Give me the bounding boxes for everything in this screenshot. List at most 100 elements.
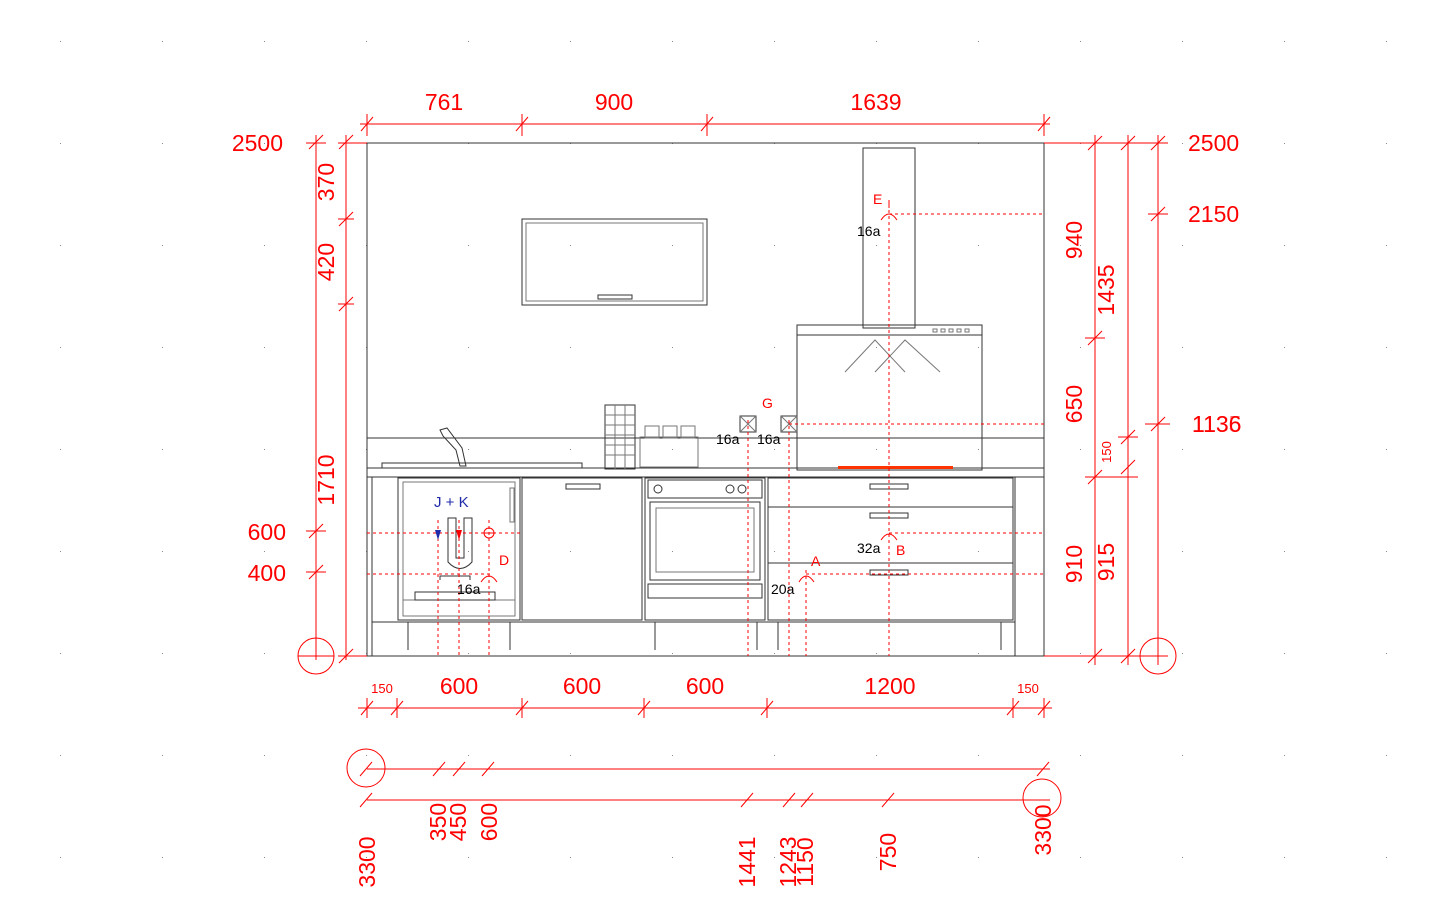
grid-dot — [774, 857, 775, 858]
base-dim-450: 450 — [445, 803, 471, 841]
grid-dot — [570, 551, 571, 552]
kitchen-elevation — [366, 142, 1045, 657]
grid-dot — [1386, 755, 1387, 756]
base-dim-3300-right: 3300 — [1030, 804, 1056, 855]
grid-dot — [162, 245, 163, 246]
grid-dot — [1080, 755, 1081, 756]
grid-dot — [162, 347, 163, 348]
grid-dot — [570, 347, 571, 348]
grid-dot — [672, 347, 673, 348]
point-g-value-right: 16a — [757, 431, 781, 447]
grid-dot — [876, 41, 877, 42]
point-b-value: 32a — [857, 540, 881, 556]
bottom-dim-150-right: 150 — [1017, 681, 1039, 696]
grid-dot — [1386, 449, 1387, 450]
wall-cabinet — [521, 218, 708, 306]
grid-dot — [468, 857, 469, 858]
grid-dot — [978, 41, 979, 42]
grid-dot — [1182, 41, 1183, 42]
grid-dot — [570, 755, 571, 756]
point-a-label: A — [811, 553, 821, 569]
grid-dot — [1386, 245, 1387, 246]
grid-dot — [264, 857, 265, 858]
grid-dot — [672, 449, 673, 450]
bottom-dim-600-b: 600 — [563, 673, 601, 699]
base-dim-1150: 1150 — [792, 837, 818, 886]
grid-dot — [774, 41, 775, 42]
grid-dot — [60, 449, 61, 450]
grid-dot — [1080, 653, 1081, 654]
grid-dot — [1080, 449, 1081, 450]
point-jk-label: J + K — [434, 494, 469, 511]
base-dim-3300-left: 3300 — [354, 836, 380, 887]
grid-dot — [1182, 449, 1183, 450]
point-e-value: 16a — [857, 223, 881, 239]
grid-dot — [978, 551, 979, 552]
grid-dot — [570, 449, 571, 450]
grid-dot — [162, 755, 163, 756]
grid-dot — [672, 551, 673, 552]
right-seg-910: 910 — [1061, 545, 1087, 583]
storage-containers — [639, 425, 699, 468]
grid-dot — [162, 653, 163, 654]
grid-dot — [876, 245, 877, 246]
grid-dot — [1386, 857, 1387, 858]
grid-dot — [60, 755, 61, 756]
base-dim-1441: 1441 — [734, 836, 760, 887]
grid-dot — [1182, 143, 1183, 144]
top-dim-1: 761 — [425, 89, 463, 115]
countertop — [366, 467, 1045, 478]
background-grid — [60, 41, 1387, 858]
right-level-1135: 1135 — [1192, 411, 1241, 437]
grid-dot — [876, 653, 877, 654]
grid-dot — [1386, 143, 1387, 144]
right-seg-940: 940 — [1061, 221, 1087, 259]
bottom-dim-150-left: 150 — [371, 681, 393, 696]
grid-dot — [978, 449, 979, 450]
grid-dot — [264, 551, 265, 552]
grid-dot — [264, 245, 265, 246]
grid-dot — [60, 551, 61, 552]
grid-dot — [1182, 551, 1183, 552]
grid-dot — [978, 857, 979, 858]
grid-dot — [1284, 449, 1285, 450]
point-a-value: 20a — [771, 581, 795, 597]
grid-dot — [1284, 245, 1285, 246]
grid-dot — [672, 41, 673, 42]
grid-dot — [366, 755, 367, 756]
grid-dot — [978, 245, 979, 246]
grid-dot — [570, 245, 571, 246]
grid-dot — [774, 347, 775, 348]
grid-dot — [1182, 653, 1183, 654]
grid-dot — [774, 449, 775, 450]
grid-dot — [1386, 653, 1387, 654]
grid-dot — [162, 551, 163, 552]
dish-rack — [604, 404, 636, 470]
grid-dot — [978, 755, 979, 756]
grid-dot — [60, 41, 61, 42]
left-level-600: 600 — [248, 519, 286, 545]
grid-dot — [366, 857, 367, 858]
grid-dot — [1284, 857, 1285, 858]
point-b-label: B — [896, 542, 905, 558]
grid-dot — [672, 857, 673, 858]
right-level-1136: 1136 — [1192, 411, 1241, 437]
side-panel — [981, 437, 1045, 469]
grid-dot — [876, 755, 877, 756]
grid-dot — [1080, 551, 1081, 552]
grid-dot — [60, 143, 61, 144]
left-level-400: 400 — [248, 560, 286, 586]
grid-dot — [60, 245, 61, 246]
top-dim-2: 900 — [595, 89, 633, 115]
grid-dot — [1182, 347, 1183, 348]
base-dim-1243: 1243 — [775, 836, 801, 887]
point-g-label: G — [762, 395, 773, 411]
left-seg-420: 420 — [313, 243, 339, 281]
grid-dot — [1080, 857, 1081, 858]
right-level-2500: 2500 — [1188, 130, 1239, 156]
grid-dot — [162, 41, 163, 42]
grid-dot — [60, 347, 61, 348]
grid-dot — [570, 41, 571, 42]
grid-dot — [1080, 41, 1081, 42]
grid-dot — [876, 857, 877, 858]
